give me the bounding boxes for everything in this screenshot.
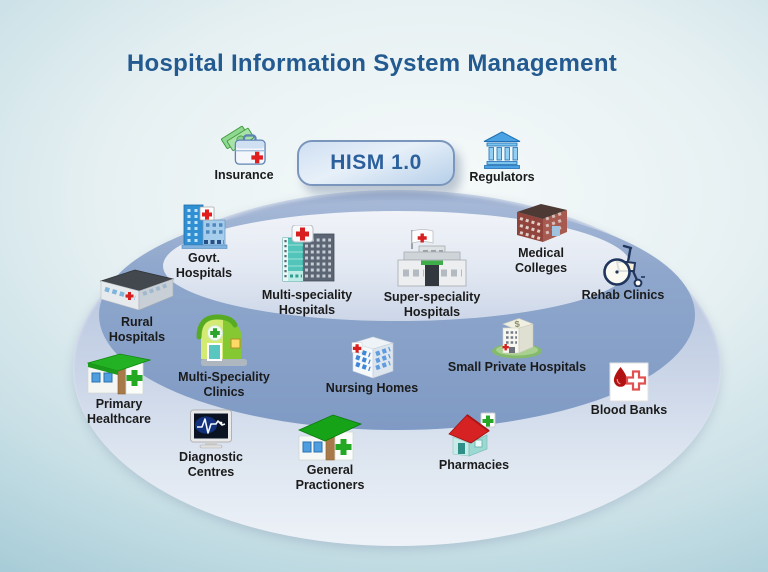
node-label: Primary Healthcare (87, 397, 151, 426)
node-govt-hospitals: Govt. Hospitals (158, 202, 250, 281)
clinic-icon (195, 313, 253, 369)
node-primary-healthcare: Primary Healthcare (64, 350, 174, 427)
gp-building-icon (297, 412, 363, 462)
node-label: Rural Hospitals (108, 315, 166, 344)
node-label: General Practioners (295, 463, 365, 492)
node-general-practioners: General Practioners (272, 412, 388, 493)
node-label: Blood Banks (590, 403, 668, 417)
node-label: Super-speciality Hospitals (383, 290, 481, 319)
node-nursing-homes: Nursing Homes (310, 334, 434, 396)
bank-icon (482, 131, 522, 169)
page-title: Hospital Information System Management (126, 50, 618, 77)
node-label: Multi-Speciality Clinics (178, 370, 270, 399)
college-building-icon (512, 199, 570, 245)
node-insurance: Insurance (198, 123, 290, 183)
hospital-building-icon (177, 202, 231, 250)
ecg-monitor-icon (188, 409, 234, 449)
node-super-speciality-hospitals: Super-speciality Hospitals (364, 229, 500, 320)
nursing-home-icon (344, 334, 400, 380)
node-medical-colleges: Medical Colleges (491, 199, 591, 276)
node-multi-speciality-clinics: Multi-Speciality Clinics (156, 313, 292, 400)
node-label: Nursing Homes (325, 381, 419, 395)
node-small-private-hospitals: $ Small Private Hospitals (432, 313, 602, 375)
node-rural-hospitals: Rural Hospitals (85, 266, 189, 345)
node-label: Govt. Hospitals (175, 251, 233, 280)
flag-hospital-icon (397, 229, 467, 289)
rural-building-icon (98, 266, 176, 314)
node-regulators: Regulators (450, 131, 554, 185)
node-multi-speciality-hospitals: Multi-speciality Hospitals (243, 224, 371, 318)
money-firstaid-icon (221, 123, 267, 167)
private-hospital-icon: $ (490, 313, 544, 359)
node-diagnostic-centres: Diagnostic Centres (159, 409, 263, 480)
svg-text:$: $ (514, 319, 520, 330)
node-label: Pharmacies (438, 458, 510, 472)
tower-hospital-icon (276, 224, 338, 287)
node-label: Small Private Hospitals (447, 360, 587, 374)
blood-drop-cross-icon (609, 362, 649, 402)
node-label: Medical Colleges (514, 246, 568, 275)
node-rehab-clinics: Rehab Clinics (565, 241, 681, 303)
hism-center-box: HISM 1.0 (297, 140, 455, 186)
node-label: Regulators (469, 170, 535, 184)
health-center-icon (86, 350, 152, 396)
pharmacy-house-icon (448, 411, 500, 457)
node-label: Insurance (214, 168, 274, 182)
node-label: Rehab Clinics (581, 288, 665, 302)
wheelchair-icon (600, 241, 646, 288)
node-blood-banks: Blood Banks (577, 362, 681, 418)
node-pharmacies: Pharmacies (422, 411, 526, 473)
node-label: Multi-speciality Hospitals (261, 288, 353, 317)
node-label: Diagnostic Centres (179, 450, 243, 479)
